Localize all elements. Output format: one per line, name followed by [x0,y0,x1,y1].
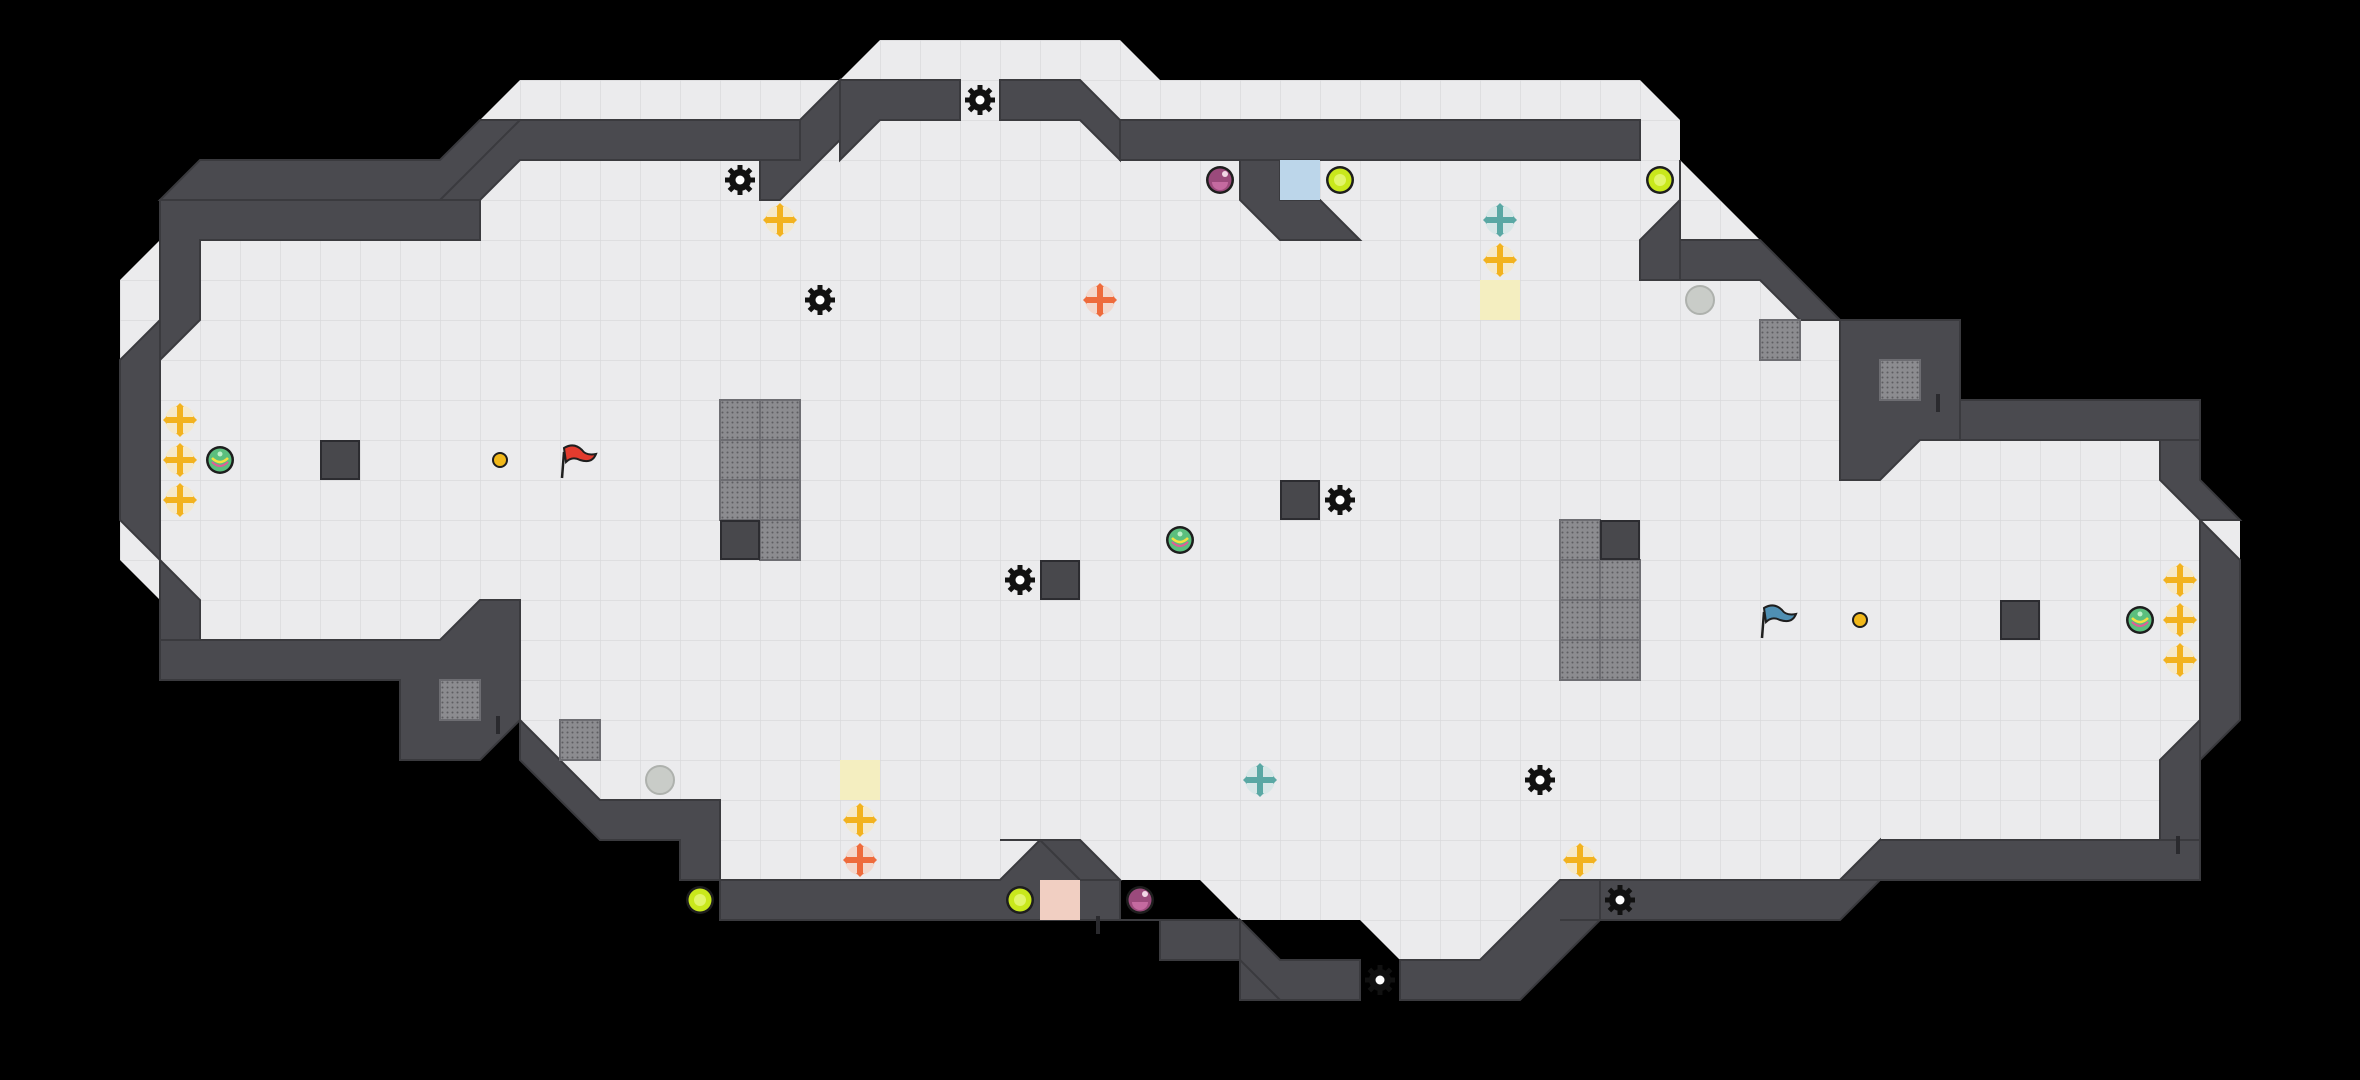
yellow-pad [1480,280,1520,320]
metal-crate-icon [719,399,761,441]
metal-crate-icon [1759,319,1801,361]
dark-block-icon [1600,520,1640,560]
yellow-pad [840,760,880,800]
metal-crate-icon [1599,559,1641,601]
dark-block-icon [2000,600,2040,640]
walls [119,77,2243,1001]
metal-crate-icon [1559,639,1601,681]
dark-block-icon [1040,560,1080,600]
metal-crate-icon [1599,639,1641,681]
pink-pad [1040,880,1080,920]
gear-icon [805,285,835,315]
lime-orb-icon [1006,886,1034,914]
lime-orb-icon [1326,166,1354,194]
wall-markers [496,394,2180,934]
gear-icon [1525,765,1555,795]
gear-icon [1325,485,1355,515]
lime-orb-icon [1646,166,1674,194]
gray-disc-icon [645,765,675,795]
metal-crate-icon [719,439,761,481]
gray-disc-icon [1685,285,1715,315]
metal-crate-icon [1559,559,1601,601]
metal-crate-icon [1559,599,1601,641]
metal-crate-icon [759,519,801,561]
dark-block-icon [1280,480,1320,520]
green-rainbow-orb-icon [204,444,236,476]
blue-flag-icon[interactable] [1760,604,1798,639]
gear-icon [1605,885,1635,915]
gray-discs [645,285,1715,795]
blue-pad [1280,160,1320,200]
dark-block-icon [720,520,760,560]
green-rainbow-orb-icon [1164,524,1196,556]
gear-icon [1005,565,1035,595]
metal-crate-icon [719,479,761,521]
metal-crate-icon [759,399,801,441]
gear-icon [1365,965,1395,995]
green-rainbow-orb-icon [2124,604,2156,636]
gear-icon [725,165,755,195]
purple-potion-icon [1206,166,1234,194]
metal-crate-icon [1559,519,1601,561]
red-flag-icon[interactable] [560,444,598,479]
lime-orb-icon [686,886,714,914]
coin-icon [1852,612,1868,628]
metal-crate-icon [1599,599,1641,641]
purple-potion-icon [1126,886,1154,914]
metal-crate-icon [759,439,801,481]
gear-icon [965,85,995,115]
metal-crate-icon [559,719,601,761]
metal-crate-icon [1879,359,1921,401]
dark-block-icon [320,440,360,480]
metal-crate-icon [439,679,481,721]
coins [492,452,1868,628]
metal-crate-icon [759,479,801,521]
coin-icon [492,452,508,468]
pads [840,160,1520,920]
